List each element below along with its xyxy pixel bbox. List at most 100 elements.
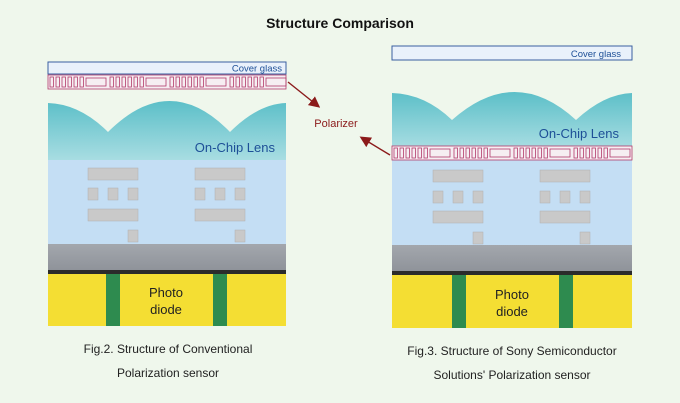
polarizer-cell — [429, 148, 451, 158]
separator-bar — [559, 275, 573, 328]
polarizer-cell — [423, 147, 428, 159]
caption-conventional: Fig.2. Structure of Conventional Polariz… — [48, 337, 288, 385]
caption-line1: Fig.2. Structure of Conventional — [83, 342, 253, 356]
cover-glass-label: Cover glass — [571, 49, 621, 60]
polarizer-cell — [393, 147, 398, 159]
polarizer-cell — [609, 148, 631, 158]
gray-layer — [392, 245, 632, 271]
wiring-group-right — [432, 169, 591, 245]
on-chip-lens-layer — [392, 92, 632, 148]
polarizer-cell — [49, 76, 54, 88]
polarizer-cell — [471, 147, 476, 159]
polarizer-cell — [453, 147, 458, 159]
photodiode-layer — [392, 275, 632, 328]
polarizer-cell — [543, 147, 548, 159]
polarizer-cell — [205, 77, 227, 87]
polarizer-cell — [579, 147, 584, 159]
polarizer-cell — [61, 76, 66, 88]
polarizer-cell — [181, 76, 186, 88]
wiring-block — [234, 229, 246, 243]
polarizer-cell — [603, 147, 608, 159]
polarizer-cell — [145, 77, 167, 87]
dark-line — [48, 270, 286, 274]
wiring-block — [559, 190, 571, 204]
on-chip-lens-label: On-Chip Lens — [539, 126, 620, 141]
polarizer-cell — [139, 76, 144, 88]
polarizer-cell — [241, 76, 246, 88]
polarizer-cell — [55, 76, 60, 88]
polarizer-grid — [391, 145, 633, 161]
wiring-block — [579, 190, 591, 204]
polarizer-cell — [591, 147, 596, 159]
separator-bar — [452, 275, 466, 328]
wiring-block — [579, 231, 591, 245]
polarizer-cell — [399, 147, 404, 159]
polarizer-cell — [121, 76, 126, 88]
substrate-layer — [48, 160, 286, 244]
polarizer-cell — [109, 76, 114, 88]
polarizer-cell — [483, 147, 488, 159]
wiring-block — [107, 187, 119, 201]
polarizer-cell — [115, 76, 120, 88]
polarizer-cell — [525, 147, 530, 159]
polarizer-cell — [537, 147, 542, 159]
photodiode-label-line1: Photo — [495, 287, 529, 302]
substrate-layer — [392, 148, 632, 245]
wiring-block — [472, 231, 484, 245]
polarizer-cell — [133, 76, 138, 88]
wiring-block — [194, 187, 206, 201]
polarizer-cell — [513, 147, 518, 159]
polarizer-cell — [465, 147, 470, 159]
polarizer-label: Polarizer — [314, 118, 358, 130]
polarizer-cell — [193, 76, 198, 88]
photodiode-label-line2: diode — [496, 304, 528, 319]
polarizer-arrow-right — [359, 136, 391, 156]
polarizer-cell — [247, 76, 252, 88]
polarizer-cell — [229, 76, 234, 88]
cover-glass-layer — [47, 61, 287, 75]
caption-sony: Fig.3. Structure of Sony Semiconductor S… — [382, 339, 642, 387]
photodiode-layer — [48, 274, 286, 326]
wiring-bar — [87, 167, 139, 181]
polarizer-cell — [199, 76, 204, 88]
photodiode-label-line2: diode — [150, 302, 182, 317]
on-chip-lens-label: On-Chip Lens — [195, 140, 276, 155]
wiring-bar — [539, 210, 591, 224]
separator-bar — [106, 274, 120, 326]
wiring-block — [452, 190, 464, 204]
wiring-block — [87, 187, 99, 201]
separator-bar — [213, 274, 227, 326]
polarizer-grid — [47, 74, 287, 90]
diagram-title: Structure Comparison — [266, 15, 414, 31]
cover-glass-label: Cover glass — [232, 64, 282, 75]
wiring-block — [234, 187, 246, 201]
wiring-bar — [539, 169, 591, 183]
on-chip-lens-layer — [48, 101, 286, 160]
wiring-block — [214, 187, 226, 201]
conventional-sensor-figure: Cover glass On-Chip Lens — [47, 61, 287, 326]
caption-line2: Polarization sensor — [116, 366, 220, 380]
polarizer-cell — [253, 76, 258, 88]
polarizer-cell — [519, 147, 524, 159]
polarizer-cell — [175, 76, 180, 88]
photodiode-label-line1: Photo — [149, 285, 183, 300]
polarizer-cell — [85, 77, 107, 87]
polarizer-cell — [235, 76, 240, 88]
polarizer-cell — [79, 76, 84, 88]
polarizer-cell — [259, 76, 264, 88]
polarizer-cell — [477, 147, 482, 159]
wiring-block — [127, 187, 139, 201]
caption-line2: Solutions' Polarization sensor — [433, 368, 591, 382]
polarizer-cell — [489, 148, 511, 158]
wiring-bar — [194, 208, 246, 222]
wiring-bar — [194, 167, 246, 181]
polarizer-cell — [417, 147, 422, 159]
wiring-bar — [432, 210, 484, 224]
polarizer-cell — [127, 76, 132, 88]
polarizer-cell — [187, 76, 192, 88]
wiring-block — [432, 190, 444, 204]
cover-glass-layer — [391, 45, 633, 61]
wiring-group-left — [87, 167, 246, 243]
polarizer-cell — [169, 76, 174, 88]
